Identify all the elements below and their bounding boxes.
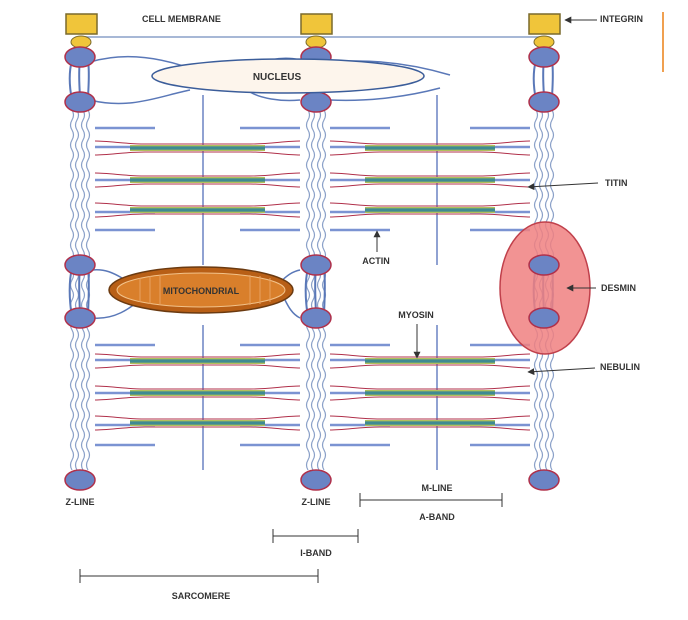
nebulin-arrow bbox=[527, 367, 596, 376]
myosin-filament bbox=[130, 145, 265, 151]
nebulin-strand bbox=[329, 151, 531, 156]
nebulin-strand bbox=[94, 364, 301, 369]
nebulin-strand bbox=[94, 213, 301, 218]
m-line-label: M-LINE bbox=[422, 483, 453, 493]
z-disc bbox=[300, 469, 332, 491]
integrin-right-icon bbox=[528, 13, 561, 35]
cell-membrane-label: CELL MEMBRANE bbox=[142, 14, 221, 24]
integrin-middle-icon bbox=[300, 13, 333, 35]
z-disc bbox=[528, 469, 560, 491]
nebulin-strand bbox=[94, 172, 301, 177]
nebulin-strand bbox=[94, 183, 301, 188]
titin-strand bbox=[69, 109, 75, 471]
i-band-label: I-BAND bbox=[300, 548, 332, 558]
myofilaments bbox=[94, 126, 531, 447]
z-line-middle-label: Z-LINE bbox=[302, 497, 331, 507]
nebulin-strand bbox=[329, 364, 531, 369]
myosin-filament bbox=[130, 207, 265, 213]
titin-strand bbox=[305, 109, 311, 471]
mitochondrial-label: MITOCHONDRIAL bbox=[163, 286, 240, 296]
nebulin-strand bbox=[329, 396, 531, 401]
sarcomere-bracket bbox=[79, 569, 319, 583]
integrin-right-anchor bbox=[533, 35, 555, 49]
z-disc bbox=[528, 254, 560, 276]
a-band-bracket bbox=[359, 493, 503, 507]
myosin-filament bbox=[130, 390, 265, 396]
nebulin-label: NEBULIN bbox=[600, 362, 640, 372]
z-disc bbox=[64, 46, 96, 68]
myosin-filament bbox=[365, 420, 495, 426]
z-disc bbox=[528, 307, 560, 329]
z-disc bbox=[300, 91, 332, 113]
z-disc bbox=[64, 307, 96, 329]
myosin-filament bbox=[365, 177, 495, 183]
titin-arrow bbox=[527, 182, 599, 191]
nebulin-strand bbox=[329, 172, 531, 177]
z-discs bbox=[64, 46, 560, 491]
z-disc bbox=[300, 307, 332, 329]
titin-strand bbox=[80, 109, 86, 471]
integrin-middle-anchor bbox=[305, 35, 327, 49]
z-disc bbox=[64, 91, 96, 113]
nebulin-strand bbox=[94, 396, 301, 401]
z-disc bbox=[300, 254, 332, 276]
titin-strand bbox=[316, 109, 322, 471]
myosin-filament bbox=[130, 358, 265, 364]
sarcomere-label: SARCOMERE bbox=[172, 591, 231, 601]
nebulin-strand bbox=[94, 202, 301, 207]
a-band-label: A-BAND bbox=[419, 512, 455, 522]
mitochondrion bbox=[108, 266, 294, 314]
titin-strand bbox=[310, 109, 316, 471]
nebulin-strand bbox=[94, 415, 301, 420]
myosin-filament bbox=[365, 358, 495, 364]
integrin-label: INTEGRIN bbox=[600, 14, 643, 24]
nebulin-strand bbox=[94, 353, 301, 358]
myosin-filament bbox=[365, 145, 495, 151]
z-line-left-label: Z-LINE bbox=[66, 497, 95, 507]
titin-strand bbox=[74, 109, 80, 471]
titin-label: TITIN bbox=[605, 178, 628, 188]
myosin-filament bbox=[130, 420, 265, 426]
nebulin-strand bbox=[329, 213, 531, 218]
myosin-filament bbox=[365, 390, 495, 396]
integrins bbox=[65, 13, 561, 49]
integrin-left-icon bbox=[65, 13, 98, 35]
nebulin-strand bbox=[94, 140, 301, 145]
nucleus-shape bbox=[151, 58, 425, 94]
nebulin-strand bbox=[329, 353, 531, 358]
nebulin-strand bbox=[94, 385, 301, 390]
nebulin-strand bbox=[329, 202, 531, 207]
nebulin-strand bbox=[329, 140, 531, 145]
i-band-bracket bbox=[272, 529, 359, 543]
desmin-label: DESMIN bbox=[601, 283, 636, 293]
nebulin-strand bbox=[94, 151, 301, 156]
nebulin-strand bbox=[329, 415, 531, 420]
myosin-filament bbox=[365, 207, 495, 213]
z-disc bbox=[64, 254, 96, 276]
nebulin-strand bbox=[329, 426, 531, 431]
nebulin-strand bbox=[329, 183, 531, 188]
actin-label: ACTIN bbox=[362, 256, 390, 266]
nucleus-label: NUCLEUS bbox=[253, 72, 302, 83]
z-disc bbox=[528, 46, 560, 68]
myosin-label: MYOSIN bbox=[398, 310, 434, 320]
z-disc bbox=[528, 91, 560, 113]
myosin-filament bbox=[130, 177, 265, 183]
z-disc bbox=[64, 469, 96, 491]
integrin-left-anchor bbox=[70, 35, 92, 49]
nebulin-strand bbox=[94, 426, 301, 431]
nebulin-strand bbox=[329, 385, 531, 390]
